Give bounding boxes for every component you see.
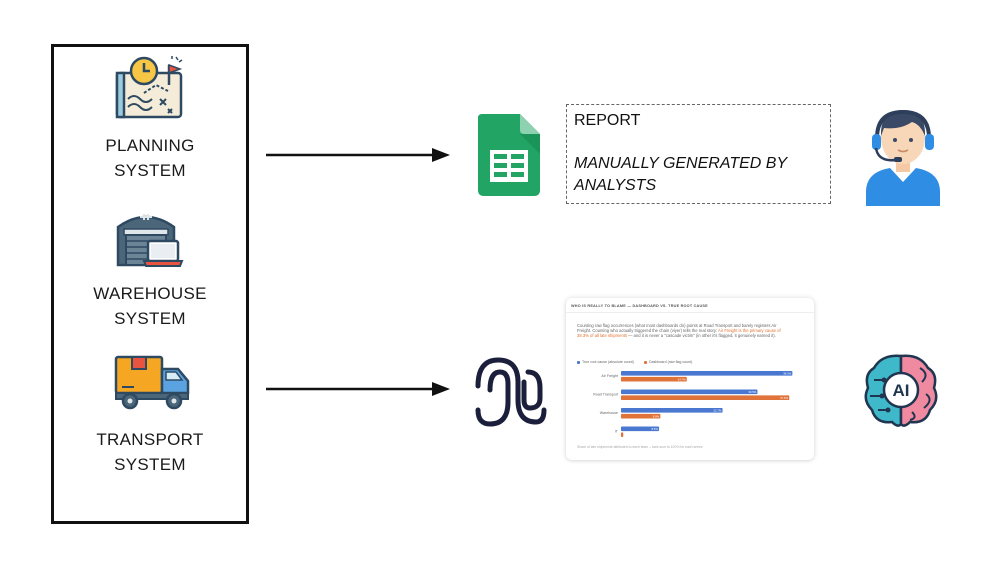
legend-swatch-dashboard	[644, 360, 647, 364]
bar-value-label: 30.5%	[748, 390, 756, 394]
analyst-avatar-icon	[866, 109, 940, 206]
planning-map-icon	[115, 56, 183, 119]
bar-value-label: 8.8%	[653, 414, 660, 418]
bar-dashboard	[621, 395, 790, 400]
bar-true-root-cause	[621, 371, 793, 376]
bar-true-root-cause	[621, 426, 660, 432]
legend-dashboard: Dashboard (raw flag count)	[644, 360, 692, 364]
bar-dashboard	[621, 432, 624, 437]
planning-system-label: PLANNING SYSTEM	[105, 136, 195, 180]
dashboard-divider	[566, 312, 814, 313]
category-label: Air Freight	[601, 374, 618, 378]
dashboard-description: Counting raw flag occurrences (what most…	[577, 323, 781, 339]
bar-dashboard	[621, 413, 661, 419]
bottom-arrow	[266, 382, 450, 396]
transport-system-label: TRANSPORT SYSTEM	[96, 430, 204, 474]
bar-value-label: 38.3%	[783, 372, 791, 376]
dashboard-card: WHO IS REALLY TO BLAME — DASHBOARD VS. T…	[566, 298, 814, 460]
report-subtitle: MANUALLY GENERATED BY ANALYSTS	[574, 155, 788, 194]
truck-icon	[114, 355, 190, 410]
bar-value-label: 14.7%	[678, 377, 686, 381]
top-arrow	[266, 148, 450, 162]
spreadsheet-icon	[478, 114, 540, 196]
warehouse-system-label: WAREHOUSE SYSTEM	[93, 284, 207, 328]
bar-dashboard	[621, 376, 687, 382]
bar-value-label: 8.5%	[651, 427, 658, 431]
integration-logo-icon	[475, 357, 547, 427]
bar-true-root-cause	[621, 389, 758, 395]
warehouse-icon	[116, 214, 184, 267]
legend-swatch-true	[577, 360, 580, 364]
source-systems-box: PLANNING SYSTEM WAREHOUSE SYSTEM TRANSPO…	[51, 44, 249, 524]
report-box: REPORT MANUALLY GENERATED BY ANALYSTS	[566, 104, 831, 204]
ai-brain-icon: AI	[864, 354, 938, 427]
report-title: REPORT	[574, 112, 641, 129]
svg-text:AI: AI	[893, 381, 910, 400]
bar-true-root-cause	[621, 408, 723, 413]
bar-value-label: 22.7%	[713, 409, 721, 413]
bar-value-label: 37.6%	[780, 396, 788, 400]
root-cause-bar-chart: Air Freight 38.3% 14.7% Road Transport 30.5%…	[593, 371, 793, 437]
category-label: IT	[615, 430, 619, 434]
category-label: Warehouse	[600, 411, 618, 415]
dashboard-title: WHO IS REALLY TO BLAME — DASHBOARD VS. T…	[571, 304, 708, 308]
dashboard-footnote: Share of late shipments attributed to ea…	[577, 445, 703, 449]
category-label: Road Transport	[593, 393, 618, 397]
legend-true-root-cause: True root cause (absolute count)	[577, 360, 634, 364]
